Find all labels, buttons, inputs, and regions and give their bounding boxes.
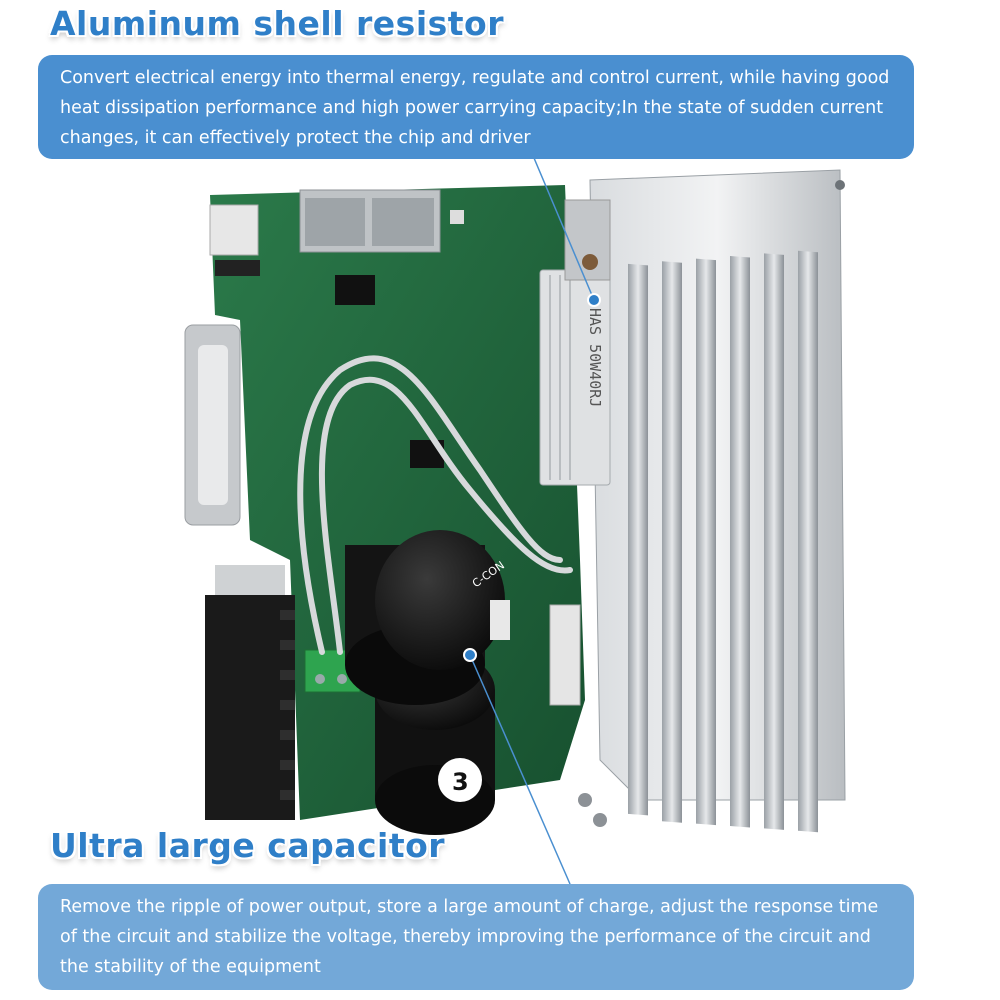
capacitor-upper <box>345 530 510 705</box>
leader-line-top <box>533 157 595 301</box>
pointer-dot-bottom <box>463 648 477 662</box>
callout-resistor-description: Convert electrical energy into thermal e… <box>38 55 914 159</box>
heading-ultra-large-capacitor: Ultra large capacitor <box>50 826 446 865</box>
pointer-dot-top <box>587 293 601 307</box>
aluminum-resistor <box>539 199 611 486</box>
callout-capacitor-description: Remove the ripple of power output, store… <box>38 884 914 990</box>
resistor-marking: HAS 50W40RJ <box>586 308 604 407</box>
circuit-board <box>184 185 585 820</box>
capacitor-number: 3 <box>452 768 469 796</box>
heat-sink <box>578 169 846 833</box>
leader-line-bottom <box>469 654 571 885</box>
resistor-wires <box>297 355 573 655</box>
heading-aluminum-shell-resistor: Aluminum shell resistor <box>50 4 505 43</box>
